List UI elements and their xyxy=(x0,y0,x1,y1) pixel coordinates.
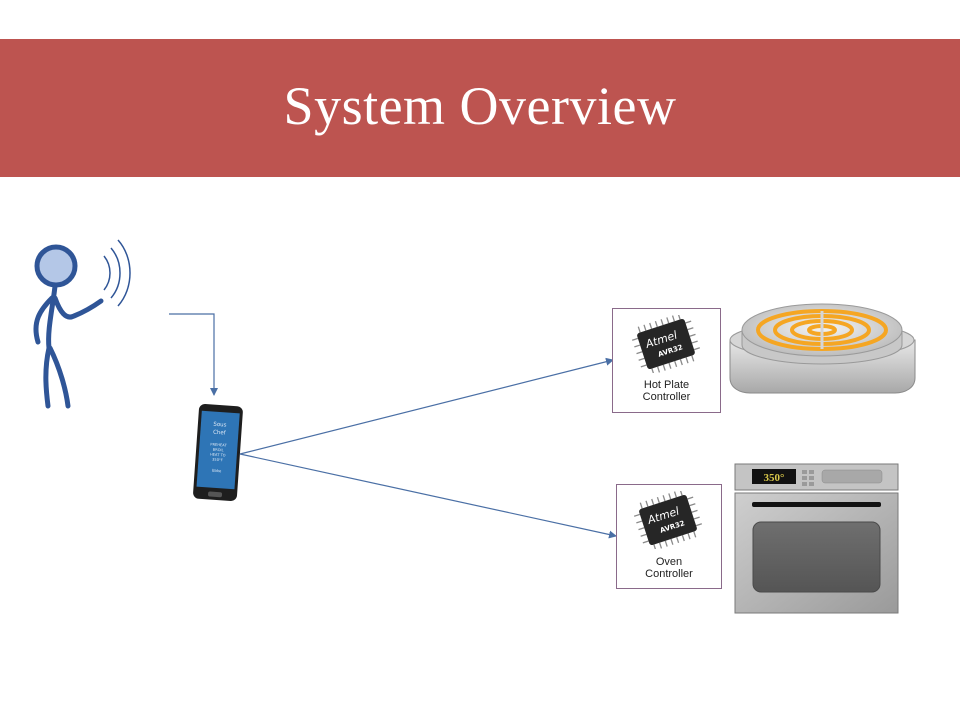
controller-label-line1: Oven xyxy=(655,556,683,568)
phone-screen xyxy=(196,410,240,490)
oven-display xyxy=(752,469,796,484)
oven-controller: Atmel AVR32 Oven Controller xyxy=(616,484,722,589)
phone-screen-line: HEAT TO xyxy=(210,452,226,457)
controller-label-line1: Hot Plate xyxy=(643,379,690,391)
voice-waves-icon xyxy=(103,239,131,307)
user-stick-figure xyxy=(33,244,104,409)
hot-plate-controller: Atmel AVR32 Hot Plate Controller xyxy=(612,308,721,413)
avr32-chip-icon: Atmel AVR32 xyxy=(631,315,701,373)
oven: 350° xyxy=(734,463,899,614)
hot-plate xyxy=(729,303,916,394)
oven-display-temp: 350° xyxy=(764,472,785,484)
avr32-chip-icon: Atmel AVR32 xyxy=(633,491,703,549)
oven-keypad xyxy=(802,470,814,486)
oven-handle xyxy=(752,502,881,507)
slide-title: System Overview xyxy=(283,76,677,136)
title-bar: System Overview xyxy=(0,39,960,177)
phone-to-hotplate-arrow xyxy=(239,357,614,455)
controller-label-line2: Controller xyxy=(645,568,693,580)
oven-control-bar xyxy=(821,469,883,484)
phone-screen-line: BROIL xyxy=(213,448,224,453)
phone-screen-line: Sous xyxy=(213,422,227,429)
voice-to-phone-arrow xyxy=(169,313,218,396)
phone-to-oven-arrow xyxy=(239,453,617,539)
phone-screen-line: Chef xyxy=(213,430,227,437)
phone-screen-line: PREHEAT xyxy=(210,442,227,447)
phone-home-button xyxy=(208,491,223,498)
controller-label-line2: Controller xyxy=(642,391,691,403)
oven-window xyxy=(752,521,881,593)
phone-screen-line: 350°F xyxy=(212,458,223,463)
phone-screen-line: Bake xyxy=(212,468,222,474)
